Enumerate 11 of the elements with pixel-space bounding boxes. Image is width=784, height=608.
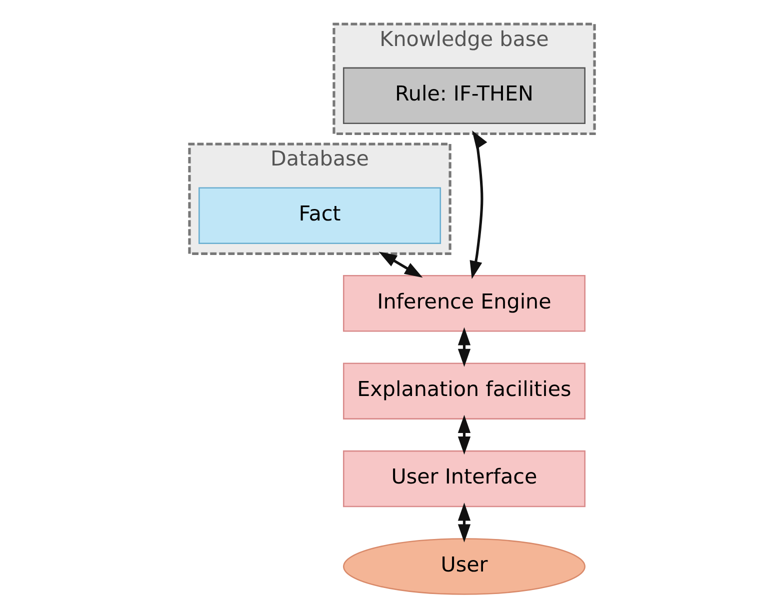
- arrow: [458, 327, 471, 367]
- arrow: [378, 252, 423, 278]
- arrow: [458, 414, 471, 455]
- node-box: Inference Engine: [342, 274, 586, 332]
- arrow: [458, 502, 471, 542]
- node-box: Fact: [198, 187, 442, 244]
- node-ellipse: User: [342, 538, 586, 595]
- node-box: Rule: IF-THEN: [342, 67, 586, 124]
- node-box: Explanation facilities: [342, 362, 586, 420]
- node-box: User Interface: [342, 450, 586, 508]
- arrow: [470, 130, 488, 279]
